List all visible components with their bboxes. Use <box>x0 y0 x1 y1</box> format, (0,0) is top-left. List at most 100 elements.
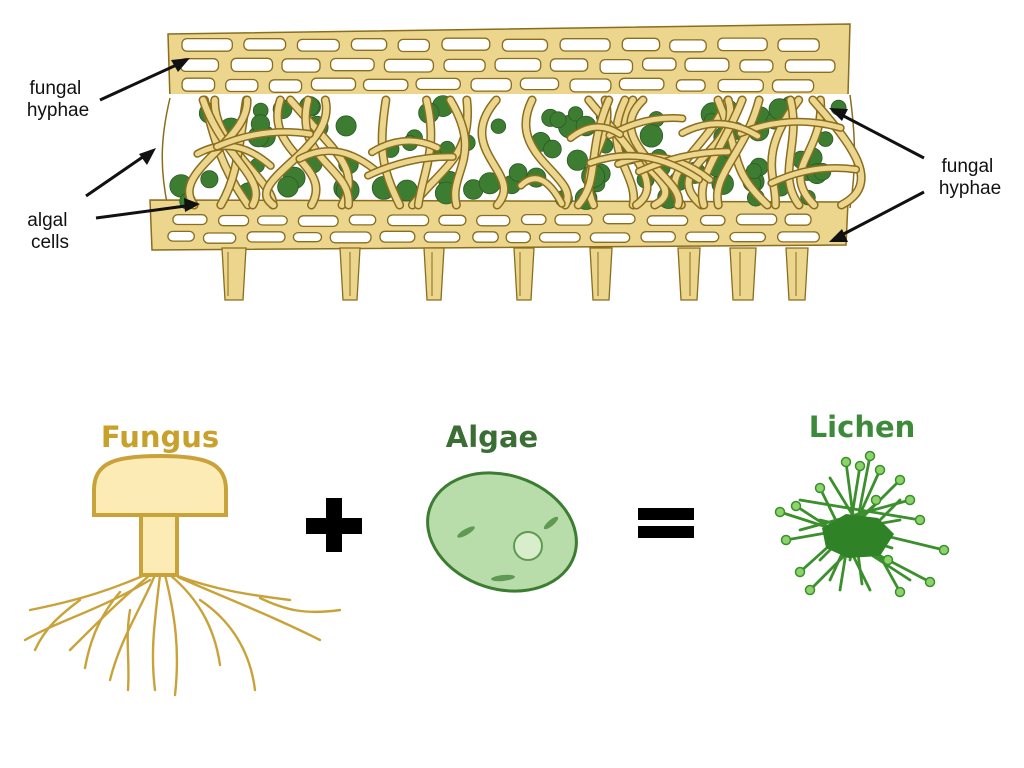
cortex-cell <box>538 231 581 243</box>
fungus-root-strand <box>28 573 147 612</box>
fungal-hypha-fill <box>636 149 731 174</box>
fungal-hypha-fill <box>186 97 251 208</box>
arrow-algal-cells <box>95 203 194 220</box>
cortex-cell <box>386 214 430 227</box>
fungus-root-strand <box>33 598 82 652</box>
algal-cell-icon <box>745 163 762 180</box>
fungus-root-strand <box>151 573 162 692</box>
algal-cell-icon <box>549 111 567 129</box>
lichen-tip-dot <box>904 494 916 506</box>
algal-cell-icon <box>543 139 562 159</box>
cortex-cell <box>549 58 589 72</box>
cortex-cell <box>470 77 512 92</box>
cortex-cell <box>292 231 323 243</box>
lichen-tip-dot <box>924 576 936 588</box>
lichen-title: Lichen <box>809 410 916 444</box>
cortex-cell <box>699 214 726 226</box>
fungal-hypha-fill <box>768 165 859 186</box>
lichen-cross-section: fungal hyphae algal cells fungal hyphae <box>27 23 1001 301</box>
fungus-cap-icon <box>92 453 228 517</box>
fungus-root-strand <box>173 573 292 602</box>
fungal-hypha-fill <box>620 97 669 208</box>
cortex-cell <box>172 214 208 226</box>
lichen-tip-dot <box>794 566 806 578</box>
cortex-cell <box>589 232 631 243</box>
arrowhead-middle-left <box>139 148 156 165</box>
cortex-cell <box>554 213 593 226</box>
lichen-tip-dot <box>854 460 866 472</box>
cortex-cell <box>230 57 274 73</box>
algal-cell-icon <box>566 149 589 171</box>
cortex-cell <box>256 215 288 226</box>
rhizine <box>677 247 701 301</box>
lichen-tip-dot <box>774 506 786 518</box>
cortex-cell <box>729 231 767 243</box>
cortex-cell <box>646 215 689 227</box>
algal-cell-icon <box>508 163 528 182</box>
fungus-title: Fungus <box>101 420 219 454</box>
cortex-cell <box>685 231 720 243</box>
algal-cell-icon <box>639 124 664 148</box>
cortex-cell <box>297 215 339 228</box>
lichen-group: Lichen <box>774 410 950 598</box>
cortex-cell <box>348 214 377 226</box>
fungal-hypha-fill <box>479 97 507 208</box>
lichen-tip-dot <box>790 500 802 512</box>
fungal-hypha-fill <box>302 97 352 208</box>
lichen-tip-dot <box>870 494 882 506</box>
lichen-tip-dot <box>804 584 816 596</box>
fungus-root-strand <box>126 608 132 692</box>
rhizine <box>221 247 247 301</box>
cortex-cell <box>181 37 233 52</box>
arrow-middle-left <box>85 150 151 198</box>
rhizine <box>513 247 535 301</box>
cortex-cells <box>167 37 836 244</box>
cortex-cell <box>602 213 636 225</box>
fungal-hypha-fill <box>679 121 761 139</box>
arrowhead-top-left <box>171 58 190 72</box>
cortex-cell <box>243 38 287 51</box>
rhizines <box>221 247 809 301</box>
fungus-root-strand <box>83 590 122 670</box>
cortex-cell <box>296 38 340 52</box>
cortex-cell <box>684 57 730 73</box>
fungal-hypha-fill <box>768 97 802 208</box>
algal-cell-icon <box>200 170 219 189</box>
fungus-group: Fungus <box>23 420 342 697</box>
algae-group: Algae <box>426 420 578 593</box>
cortex-cell <box>443 58 486 73</box>
cortex-cell <box>472 231 499 243</box>
fungal-hypha-fill <box>518 176 565 207</box>
algal-cell-icon <box>567 106 584 122</box>
cortex-cell <box>771 79 815 93</box>
fungus-root-strand <box>163 573 179 697</box>
algae-organelle-icons <box>457 516 559 582</box>
fungus-root-strand <box>23 578 152 642</box>
cortex-cell <box>441 37 491 51</box>
arrow-heads <box>139 58 848 242</box>
cortex-cell <box>383 58 435 73</box>
fungal-hypha-fill <box>809 97 865 208</box>
cortex-cell <box>569 78 612 93</box>
cortex-cell <box>717 37 768 52</box>
arrowhead-algal-cells <box>184 198 200 212</box>
algae-cell-icon <box>426 471 578 593</box>
cortex-cell <box>246 231 286 243</box>
lichen-tip-dot <box>840 456 852 468</box>
cortex-cell <box>281 58 321 73</box>
cortex-cell <box>329 57 375 72</box>
cortex-cell <box>501 38 549 52</box>
arrowhead-right-lower <box>829 229 848 242</box>
cortex-cell <box>329 231 372 244</box>
cortex-cell <box>669 39 707 53</box>
lichen-tip-dot <box>914 514 926 526</box>
cortex-cell <box>505 231 531 244</box>
cortex-cell <box>379 230 416 243</box>
fungus-root-strand <box>258 596 342 614</box>
fungus-stalk-icon <box>139 513 179 577</box>
arrow-top-left <box>99 60 184 102</box>
algal-cell-icon <box>335 115 357 137</box>
lichen-core-icon <box>822 514 894 558</box>
fungal-hypha-fill <box>568 124 623 141</box>
cortex-cell <box>397 38 431 53</box>
